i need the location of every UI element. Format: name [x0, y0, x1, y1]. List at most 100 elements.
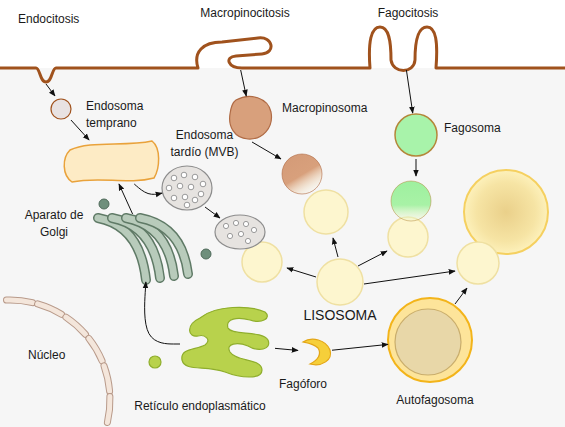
organelle-label: Endosoma temprano: [86, 98, 166, 132]
organelle-label: Macropinocitosis: [185, 5, 305, 22]
organelle-node: Núcleo: [5, 295, 115, 427]
vesicle-dot: [198, 191, 204, 197]
autophagosome-outer: [388, 298, 472, 382]
autophagosome-inner: [395, 309, 461, 375]
organelle-label: Aparato de Golgi: [14, 207, 94, 241]
organelle-node: Fagosoma: [394, 113, 438, 157]
nuclear-envelope-outline: [66, 317, 86, 334]
golgi-cisterna: [140, 218, 188, 274]
organelle-outline: [180, 305, 275, 383]
vesicle-dot: [233, 220, 238, 225]
vesicle-dot: [184, 202, 190, 208]
arrow-connector: [71, 120, 89, 140]
phagophore-shape: [303, 339, 330, 365]
vesicle-dot: [181, 172, 187, 178]
organelle-outline: [230, 96, 272, 140]
nuclear-envelope: [38, 304, 62, 314]
organelle-node: Macropinosoma: [230, 96, 272, 140]
organelle-outline: [162, 166, 212, 210]
arrow-connector: [332, 344, 388, 350]
organelle-node: Autofagosoma: [388, 298, 472, 382]
nuclear-envelope: [7, 300, 33, 303]
nuclear-envelope-outline: [38, 304, 62, 314]
organelle-label: Fagocitosis: [363, 5, 453, 22]
er-shape: [182, 307, 269, 377]
transport-vesicle: [99, 199, 109, 209]
lysosome-vesicle: [388, 217, 428, 257]
organelle-label: Macropinosoma: [282, 100, 382, 117]
flow-arrow: [252, 142, 281, 159]
cytoplasm: [0, 68, 565, 427]
vesicle-dot: [192, 174, 198, 180]
organelle-outline: [370, 24, 436, 70]
arrow-connector: [134, 184, 162, 194]
vesicle-dot: [192, 197, 198, 203]
phagosome-shape: [395, 114, 437, 156]
organelle-label: Fagóforo: [263, 376, 343, 393]
flow-arrow: [364, 271, 455, 284]
vesicle-dot: [245, 238, 250, 243]
vesicle-dot: [166, 185, 172, 191]
arrow-connector: [145, 282, 180, 344]
fusing-macropinosome: [282, 154, 322, 194]
organelle-label: Retículo endoplasmático: [110, 398, 290, 415]
er-vesicle: [149, 356, 161, 368]
nuclear-envelope-outline: [7, 300, 33, 303]
organelle-node: Retículo endoplasmático: [180, 305, 275, 383]
vesicle-dot: [182, 194, 188, 200]
vesicle-dot: [200, 181, 206, 187]
vesicle-dot: [227, 233, 232, 238]
plasma-membrane: [0, 27, 565, 82]
vesicle-dot: [243, 221, 248, 226]
organelle-node: Endosoma tardío (MVB): [162, 166, 212, 210]
organelle-node: Fagocitosis: [370, 24, 436, 70]
organelle-outline: [198, 36, 276, 70]
late-endosome-shape: [162, 166, 212, 210]
transport-vesicle: [201, 249, 211, 259]
organelle-node: LISOSOMA: [317, 259, 363, 305]
organelle-label: Autofagosoma: [385, 392, 485, 409]
late-endosome-copy: [215, 215, 265, 249]
flow-arrow: [333, 238, 338, 257]
flow-arrow: [358, 251, 387, 266]
flow-arrow: [455, 288, 467, 304]
vesicle-dot: [188, 184, 194, 190]
vesicle-dot: [238, 231, 243, 236]
vesicle-dot: [171, 195, 177, 201]
organelle-node: Endocitosis: [50, 98, 72, 120]
organelle-node: Endosoma temprano: [65, 140, 153, 184]
nuclear-envelope: [66, 317, 86, 334]
lysosome-vesicle: [304, 190, 348, 234]
golgi-cisterna-outline: [140, 218, 188, 274]
vesicle-dot: [223, 223, 228, 228]
organelle-outline: [394, 113, 438, 157]
nuclear-envelope: [104, 366, 110, 392]
organelle-outline: [92, 214, 204, 282]
arrow-connector: [241, 70, 247, 96]
nuclear-envelope: [107, 397, 110, 423]
organelle-label: LISOSOMA: [295, 307, 385, 324]
organelle-node: Fagóforo: [298, 338, 332, 366]
fusing-phagosome: [391, 181, 431, 221]
nuclear-envelope: [89, 338, 102, 361]
flow-arrow: [205, 207, 220, 218]
vesicle-dot: [251, 227, 256, 232]
organelle-outline: [298, 338, 332, 366]
organelle-label: Endocitosis: [18, 11, 108, 28]
vesicle-dot: [171, 175, 177, 181]
arrow-connector: [119, 184, 133, 214]
lysosome-shape: [317, 259, 363, 305]
arrow-connector: [275, 348, 298, 350]
macropinosome-shape: [230, 96, 272, 139]
flow-arrow: [46, 84, 55, 96]
organelle-node: Aparato de Golgi: [92, 214, 204, 282]
arrow-connector: [406, 70, 412, 113]
nuclear-envelope-outline: [89, 338, 102, 361]
organelle-node: Macropinocitosis: [198, 36, 276, 70]
lysosome-vesicle: [457, 242, 499, 284]
organelle-outline: [388, 298, 472, 382]
organelle-label: Fagosoma: [444, 120, 524, 137]
